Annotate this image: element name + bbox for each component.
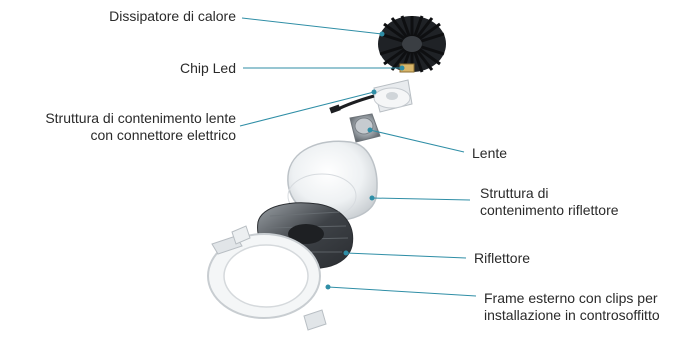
label-lens-housing-line1: Struttura di contenimento lente xyxy=(8,110,236,127)
label-lens: Lente xyxy=(472,145,507,162)
label-frame-line2: installazione in controsoffitto xyxy=(484,307,660,324)
lens-housing-part xyxy=(329,80,412,114)
label-frame: Frame esterno con clips per installazion… xyxy=(484,290,660,324)
label-chip-led: Chip Led xyxy=(20,60,236,77)
label-frame-line1: Frame esterno con clips per xyxy=(484,290,660,307)
label-reflector-housing: Struttura di contenimento riflettore xyxy=(480,185,619,219)
label-lens-housing: Struttura di contenimento lente con conn… xyxy=(8,110,236,144)
label-heatsink: Dissipatore di calore xyxy=(20,8,236,25)
label-reflector-housing-line2: contenimento riflettore xyxy=(480,202,619,219)
label-reflector: Riflettore xyxy=(474,250,530,267)
label-lens-housing-line2: con connettore elettrico xyxy=(8,127,236,144)
lens-part xyxy=(350,114,380,142)
label-reflector-housing-line1: Struttura di xyxy=(480,185,619,202)
